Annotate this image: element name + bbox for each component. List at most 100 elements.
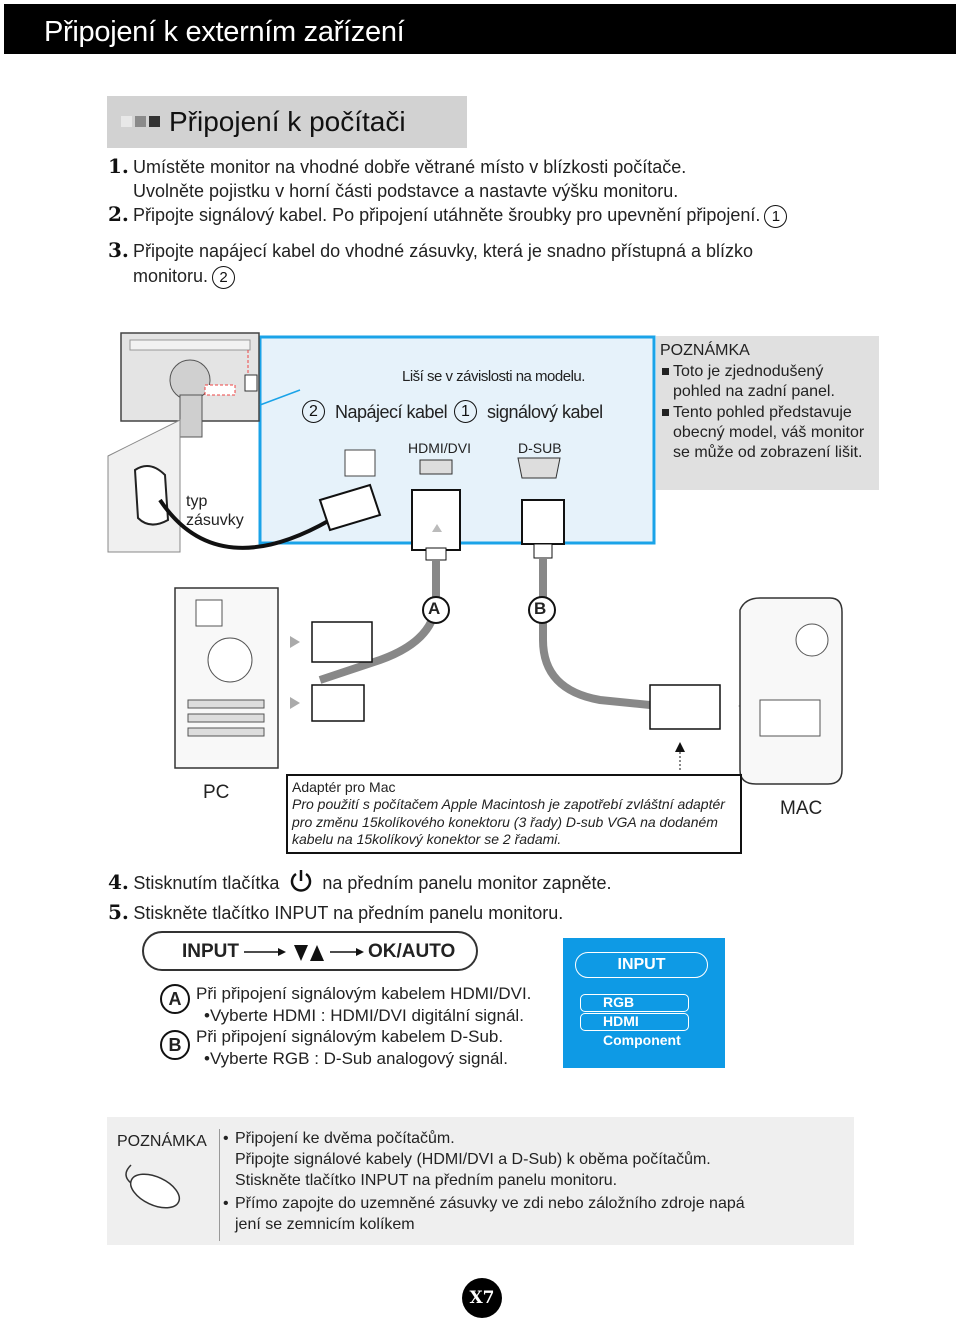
osd-option-rgb: RGB <box>580 994 689 1012</box>
note2-item-1-line-3: Stiskněte tlačítko INPUT na předním pane… <box>235 1172 618 1189</box>
note2-item-2-line-1: Přímo zapojte do uzemněné zásuvky ve zdi… <box>235 1195 745 1212</box>
step-4: 4. Stisknutím tlačítka na předním panelu… <box>108 868 612 895</box>
note-item-2-line-2: obecný model, váš monitor <box>673 424 865 441</box>
step-3-line-1: Připojte napájecí kabel do vhodné zásuvk… <box>133 241 754 261</box>
square-mid-icon <box>135 116 146 127</box>
note-item-2-line-3: se může od zobrazení lišit. <box>673 444 863 461</box>
hdmi-port-icon <box>419 459 453 475</box>
adapter-title: Adaptér pro Mac <box>292 779 396 795</box>
step-4-before: Stisknutím tlačítka <box>133 873 280 893</box>
adapter-line-1: Pro použití s počítačem Apple Macintosh … <box>292 796 725 812</box>
mac-adapter-note: Adaptér pro Mac Pro použití s počítačem … <box>286 774 742 854</box>
dsub-cable <box>539 558 651 709</box>
arrow-right-icon-2 <box>330 948 364 956</box>
step-4-number: 4. <box>108 870 129 894</box>
monitor-back-icon <box>120 332 301 438</box>
instruction-b-line-1: Při připojení signálovým kabelem D-Sub. <box>196 1027 504 1046</box>
power-socket-icon <box>344 449 376 477</box>
dsub-port-icon <box>517 457 561 479</box>
square-light-icon <box>121 116 132 127</box>
connector-a-label: A <box>428 599 441 618</box>
arrow-left-icon-2 <box>290 697 300 709</box>
signal-cable-label: signálový kabel <box>487 402 603 422</box>
sequence-arrows <box>244 945 364 961</box>
note-divider <box>219 1129 220 1241</box>
connector-b-label: B <box>534 599 547 618</box>
note-item-1-line-1: Toto je zjednodušený <box>673 363 824 380</box>
step-3-line-2: monitoru.2 <box>133 264 236 289</box>
sequence-input: INPUT <box>182 941 239 962</box>
instruction-a-line-2: •Vyberte HDMI : HDMI/DVI digitální signá… <box>204 1006 524 1025</box>
bullet-square-icon-2 <box>662 409 669 416</box>
header-bar: Připojení k externím zařízení <box>4 4 956 54</box>
power-plug-icon <box>318 483 382 532</box>
section-heading: Připojení k počítači <box>107 96 467 148</box>
step-3-number: 3. <box>108 238 129 262</box>
note-label: POZNÁMKA <box>117 1133 207 1150</box>
step-2-line-1: Připojte signálový kabel. Po připojení u… <box>133 203 788 228</box>
note-item-1-line-2: pohled na zadní panel. <box>673 383 835 400</box>
outlet-type-label-2: zásuvky <box>186 512 244 529</box>
hdmi-dvi-label: HDMI/DVI <box>408 440 471 456</box>
triangle-up-icon <box>310 945 324 961</box>
instruction-b-line-2: •Vyberte RGB : D-Sub analogový signál. <box>204 1049 508 1068</box>
pc-tower-icon <box>174 587 279 769</box>
vga-plug-icon <box>311 684 365 722</box>
square-dark-icon <box>149 116 160 127</box>
adapter-line-2: pro změnu 15kolíkového konektoru (3 řady… <box>292 813 718 830</box>
connector-b-circle <box>528 596 556 624</box>
step-5-text: Stiskněte tlačítko INPUT na předním pane… <box>133 903 564 923</box>
arrow-up-icon <box>675 742 685 752</box>
input-osd-panel: INPUT RGB HDMI Component <box>563 938 725 1068</box>
adapter-line-3: kabelu na 15kolíkový konektor se 2 řadam… <box>292 831 562 847</box>
note2-item-2-line-2: jení se zemnicím kolíkem <box>235 1216 415 1233</box>
dsub-plug-icon <box>521 499 565 559</box>
step-5: 5. Stiskněte tlačítko INPUT na předním p… <box>108 900 563 925</box>
bullet-square-icon <box>662 368 669 375</box>
sequence-ok-auto: OK/AUTO <box>368 941 456 962</box>
note-item-2-line-1: Tento pohled představuje <box>673 404 852 421</box>
signal-marker: 1 <box>454 400 477 423</box>
note2-item-1-line-1: Připojení ke dvěma počítačům. <box>235 1130 455 1147</box>
step-3-marker: 2 <box>212 265 236 289</box>
step-1-number: 1. <box>108 154 129 178</box>
instruction-a-marker: A <box>160 984 190 1014</box>
connection-diagram <box>107 332 843 785</box>
adapter-description: Pro použití s počítačem Apple Macintosh … <box>292 796 736 849</box>
power-cable-label: Napájecí kabel <box>335 402 448 422</box>
arrow-left-icon <box>290 636 300 648</box>
triangle-down-icon <box>294 945 308 961</box>
connector-a-circle <box>422 596 450 624</box>
step-1-line-1: Umístěte monitor na vhodné dobře větrané… <box>133 157 687 177</box>
wall-outlet-icon <box>107 419 181 553</box>
bullet-dot-icon-2: • <box>223 1195 229 1212</box>
note-box-top: POZNÁMKA Toto je zjednodušený pohled na … <box>656 336 879 490</box>
power-icon <box>290 870 312 892</box>
button-sequence: INPUT OK/AUTO <box>142 931 478 971</box>
step-2-marker: 1 <box>764 204 788 228</box>
hdmi-plug-icon <box>411 489 461 561</box>
pc-label: PC <box>203 782 230 803</box>
arrow-right-icon-1 <box>244 948 286 956</box>
note2-item-1-line-2: Připojte signálové kabely (HDMI/DVI a D-… <box>235 1151 711 1168</box>
page-title: Připojení k externím zařízení <box>44 16 405 48</box>
step-4-after: na předním panelu monitor zapněte. <box>322 873 612 893</box>
page-number: X7 <box>462 1278 502 1318</box>
dvi-plug-icon <box>311 621 373 663</box>
mouse-icon <box>125 1164 181 1209</box>
dsub-label: D-SUB <box>518 440 562 456</box>
instruction-b-marker: B <box>160 1030 190 1060</box>
osd-option-hdmi: HDMI <box>580 1013 689 1031</box>
note-box-bottom: POZNÁMKA • Připojení ke dvěma počítačům.… <box>107 1117 854 1245</box>
osd-option-component: Component <box>603 1032 681 1048</box>
note-title: POZNÁMKA <box>660 342 750 359</box>
model-note: Liší se v závislosti na modelu. <box>402 368 585 385</box>
instruction-a-line-1: Při připojení signálovým kabelem HDMI/DV… <box>196 984 532 1003</box>
step-1-line-2: Uvolněte pojistku v horní části podstavc… <box>133 181 679 201</box>
mac-label: MAC <box>780 798 823 819</box>
power-cable <box>158 498 331 550</box>
section-title: Připojení k počítači <box>169 106 406 137</box>
step-5-number: 5. <box>108 900 129 924</box>
step-2-number: 2. <box>108 202 129 226</box>
mac-tower-icon <box>739 597 843 785</box>
